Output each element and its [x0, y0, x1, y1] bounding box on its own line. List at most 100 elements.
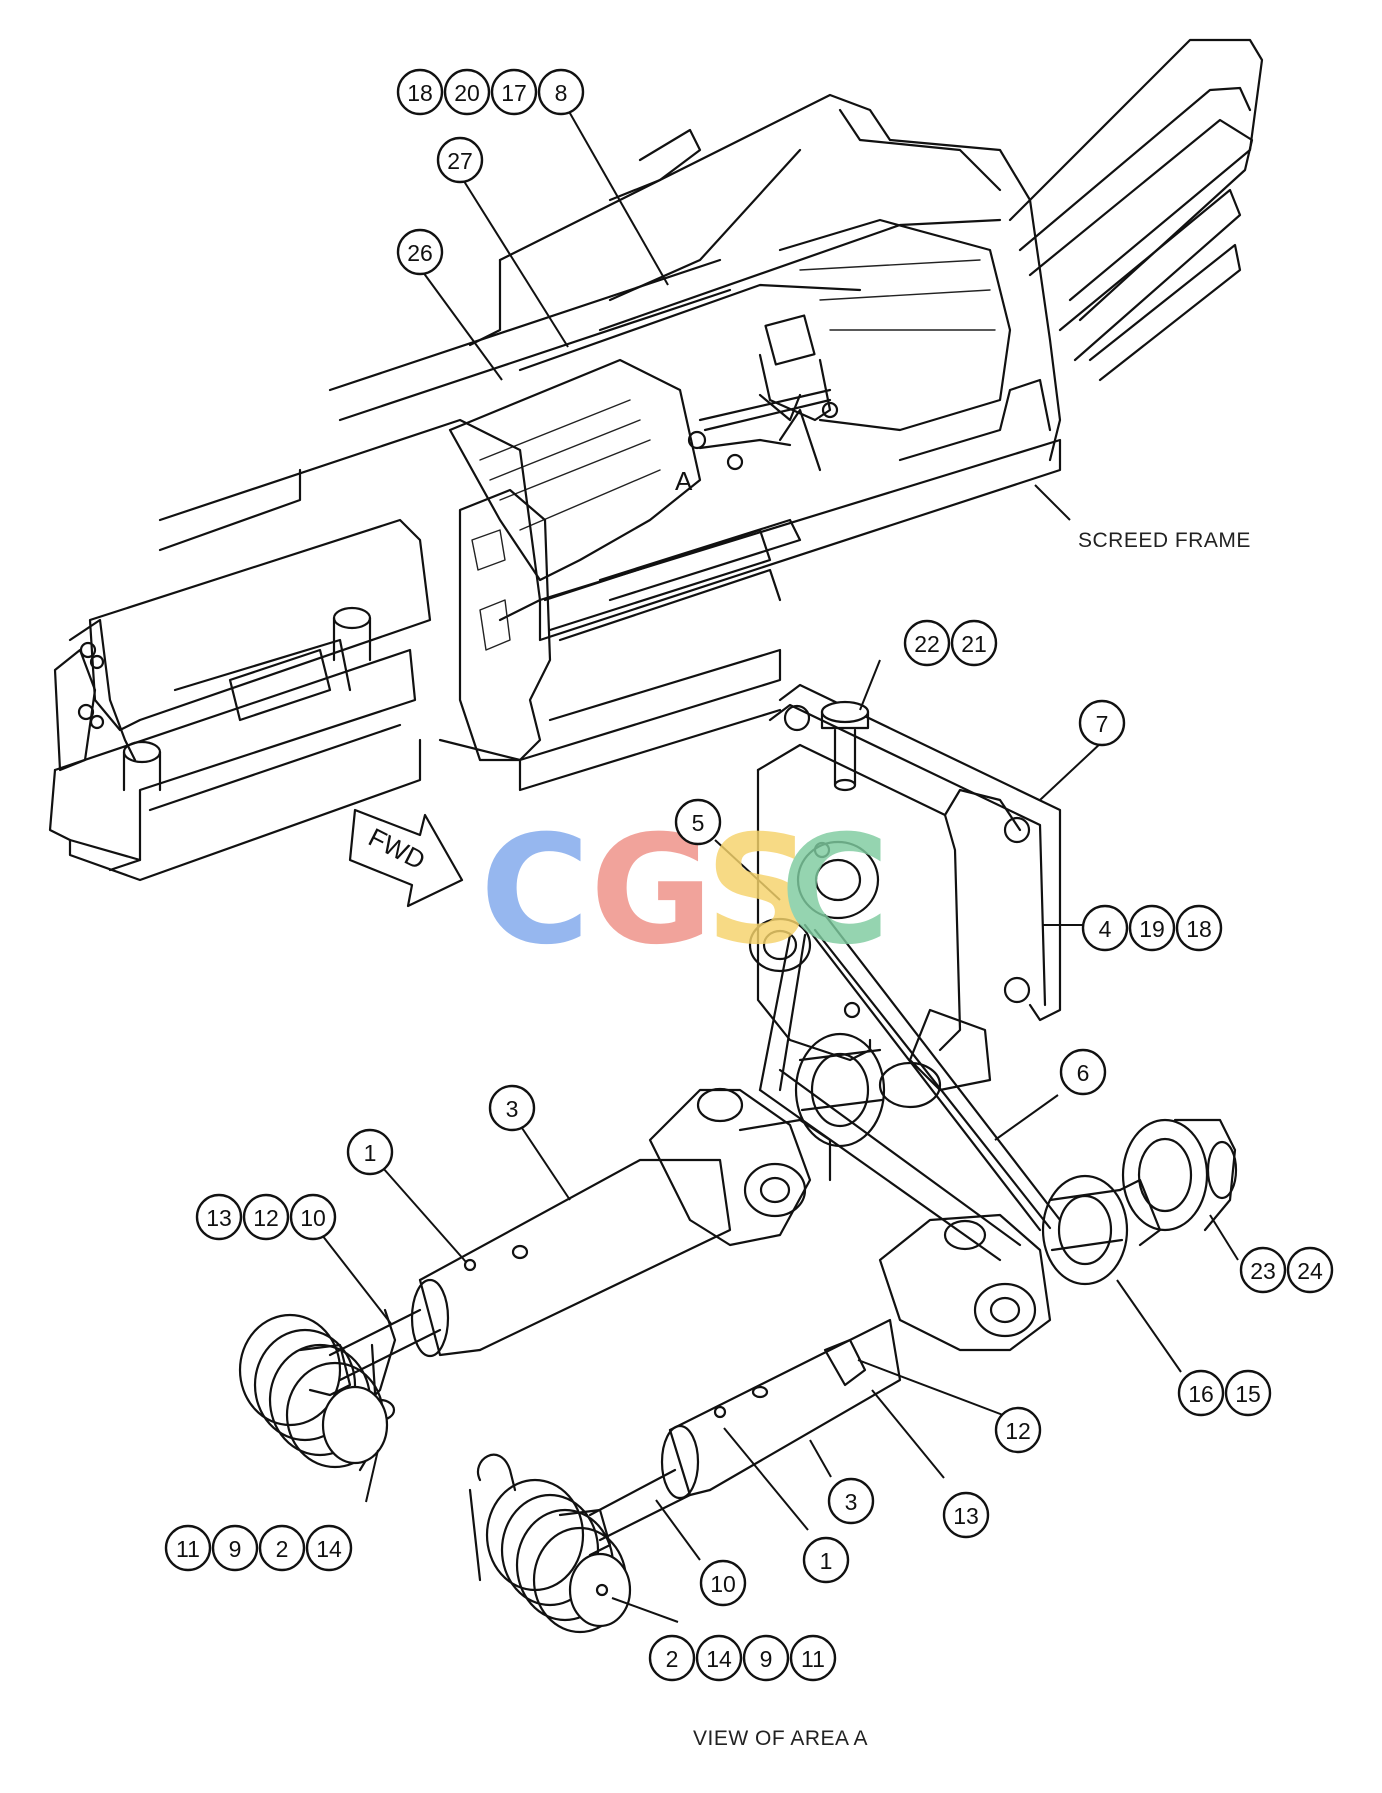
callout-number: 13 [206, 1205, 232, 1231]
callout-c-1-upper: 1 [346, 1128, 394, 1176]
callout-c-23-24: 23 24 [1239, 1246, 1334, 1294]
callout-circle [1078, 699, 1126, 747]
callout-circle [789, 1634, 837, 1682]
callout-circle [942, 1491, 990, 1539]
callout-c-26: 26 [396, 228, 444, 276]
callout-circle [742, 1634, 790, 1682]
area-a-detail-drawing [238, 683, 1238, 1634]
callout-number: 10 [710, 1571, 736, 1597]
callout-circle [346, 1128, 394, 1176]
callout-number: 18 [1186, 916, 1212, 942]
callout-circle [289, 1193, 337, 1241]
callout-circle [950, 619, 998, 667]
callout-number: 12 [253, 1205, 279, 1231]
callout-number: 9 [229, 1536, 242, 1562]
callout-circle [211, 1524, 259, 1572]
callout-circle [396, 228, 444, 276]
callout-circle [488, 1084, 536, 1132]
callout-circle [699, 1559, 747, 1607]
callout-number: 5 [692, 810, 705, 836]
callout-circle [242, 1193, 290, 1241]
callout-number: 2 [276, 1536, 289, 1562]
callout-circle [258, 1524, 306, 1572]
callout-circle [1081, 904, 1129, 952]
callout-number: 14 [316, 1536, 342, 1562]
callout-circle [1177, 1369, 1225, 1417]
callout-c-10: 10 [699, 1559, 747, 1607]
callout-number: 11 [176, 1536, 200, 1562]
callout-circle [827, 1477, 875, 1525]
bellows-lower [485, 1478, 632, 1634]
callout-number: 1 [820, 1548, 833, 1574]
callout-c-27: 27 [436, 136, 484, 184]
callout-number: 12 [1005, 1418, 1031, 1444]
callout-number: 15 [1235, 1381, 1261, 1407]
callout-number: 7 [1096, 711, 1109, 737]
callout-c-4-19-18: 4 19 18 [1081, 904, 1223, 952]
callout-circle [305, 1524, 353, 1572]
screed-frame-label: SCREED FRAME [1078, 529, 1251, 552]
callout-c-2-14-9-11: 2 14 9 11 [648, 1634, 837, 1682]
callout-circle [802, 1536, 850, 1584]
callout-number: 10 [300, 1205, 326, 1231]
callout-number: 26 [407, 240, 433, 266]
forward-arrow-icon: FWD [348, 808, 464, 908]
callout-number: 23 [1250, 1258, 1276, 1284]
callout-circle [164, 1524, 212, 1572]
callout-number: 3 [845, 1489, 858, 1515]
callout-c-13: 13 [942, 1491, 990, 1539]
callout-circle [396, 68, 444, 116]
callout-number: 21 [961, 631, 987, 657]
callout-number: 6 [1077, 1060, 1090, 1086]
callout-circle [695, 1634, 743, 1682]
callout-number: 17 [501, 80, 527, 106]
callout-number: 4 [1099, 916, 1112, 942]
callout-number: 9 [760, 1646, 773, 1672]
callout-number: 1 [364, 1140, 377, 1166]
bellows-upper [238, 1313, 389, 1469]
callout-circle [994, 1406, 1042, 1454]
callout-circle [1175, 904, 1223, 952]
watermark-letter-1: C [480, 804, 590, 978]
callout-number: 22 [914, 631, 940, 657]
callout-circle [436, 136, 484, 184]
callout-number: 11 [801, 1646, 825, 1672]
callout-c-5: 5 [674, 798, 722, 846]
callout-c-3-lower: 3 [827, 1477, 875, 1525]
callout-circle [490, 68, 538, 116]
callout-circle [1128, 904, 1176, 952]
callout-circle [443, 68, 491, 116]
watermark-letter-3: S [705, 804, 813, 978]
callout-number: 24 [1297, 1258, 1323, 1284]
leader-lines [321, 107, 1239, 1623]
callout-number: 3 [506, 1096, 519, 1122]
callout-number: 19 [1139, 916, 1165, 942]
callout-circle [1239, 1246, 1287, 1294]
callout-number: 16 [1188, 1381, 1214, 1407]
callout-number: 2 [666, 1646, 679, 1672]
callout-circle [537, 68, 585, 116]
callout-c-13-12-10: 13 12 10 [195, 1193, 337, 1241]
callout-c-12: 12 [994, 1406, 1042, 1454]
callout-circle [1286, 1246, 1334, 1294]
watermark-logo: C G S C [480, 804, 890, 978]
callout-c-7: 7 [1078, 699, 1126, 747]
callout-circle [903, 619, 951, 667]
area-a-marker: A [675, 466, 693, 496]
callout-number: 27 [447, 148, 473, 174]
callout-circle [1059, 1048, 1107, 1096]
callout-number: 13 [953, 1503, 979, 1529]
callout-number: 14 [706, 1646, 732, 1672]
callout-circle [648, 1634, 696, 1682]
callout-c-3-upper: 3 [488, 1084, 536, 1132]
callout-number: 18 [407, 80, 433, 106]
callout-c-11-9-2-14: 11 9 2 14 [164, 1524, 353, 1572]
callout-c-22-21: 22 21 [903, 619, 998, 667]
view-caption: VIEW OF AREA A [693, 1727, 868, 1750]
callout-c-1-lower: 1 [802, 1536, 850, 1584]
watermark-letter-4: C [780, 804, 890, 978]
